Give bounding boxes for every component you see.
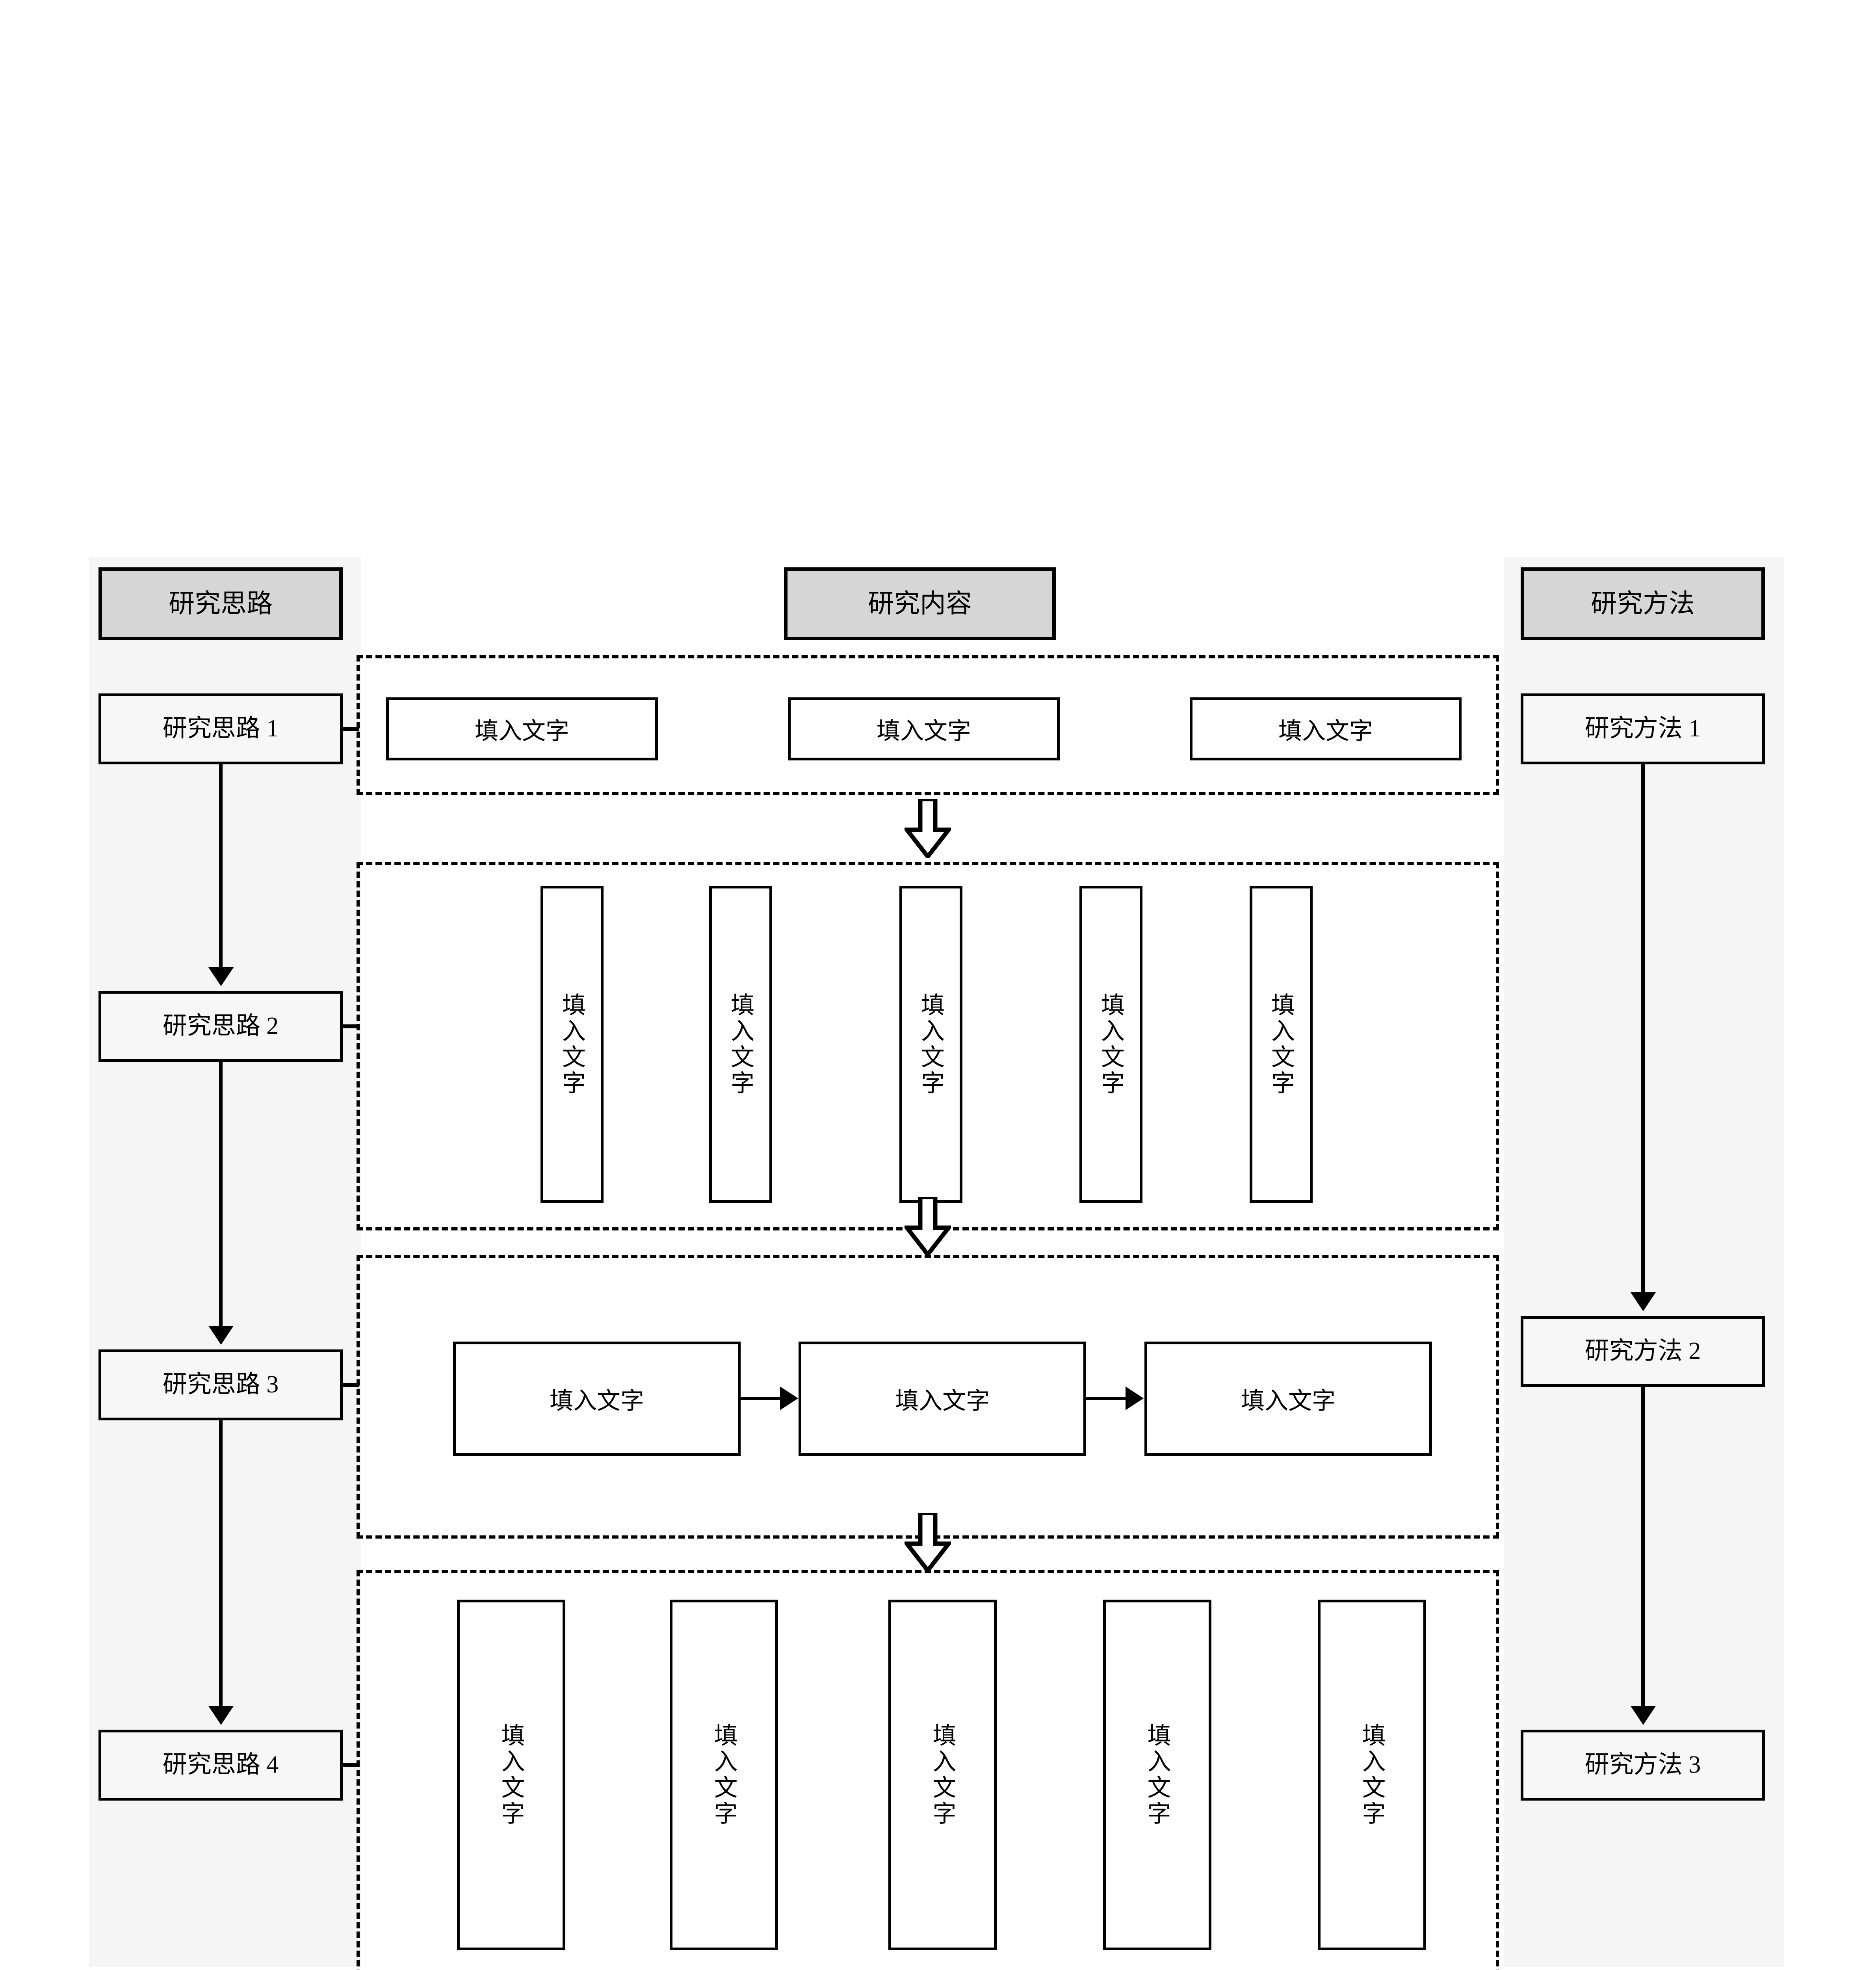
group-1-box-1[interactable]: 填入文字 xyxy=(386,697,658,760)
group-1-box-2[interactable]: 填入文字 xyxy=(788,697,1060,760)
left-step-2[interactable]: 研究思路 2 xyxy=(98,991,343,1062)
left-step-1[interactable]: 研究思路 1 xyxy=(98,693,343,764)
group-4-box-3[interactable]: 填入文字 xyxy=(888,1600,997,1950)
group-2-box-3-label: 填入文字 xyxy=(918,992,944,1097)
right-step-2[interactable]: 研究方法 2 xyxy=(1521,1316,1765,1387)
group-1-box-3-label: 填入文字 xyxy=(1278,718,1373,744)
content-group-4 xyxy=(357,1570,1499,1970)
left-connector-2-3-line xyxy=(219,1062,223,1328)
group-4-box-5-label: 填入文字 xyxy=(1359,1723,1385,1827)
right-step-1-label: 研究方法 1 xyxy=(1584,715,1701,742)
group-3-box-3-label: 填入文字 xyxy=(1241,1388,1335,1414)
group-3-chain-arrow-1-line xyxy=(741,1397,780,1400)
left-connector-3-4-arrowhead xyxy=(208,1706,234,1725)
group-2-box-4[interactable]: 填入文字 xyxy=(1079,886,1142,1203)
group-4-box-4-label: 填入文字 xyxy=(1144,1723,1170,1827)
left-connector-1-2-line xyxy=(219,764,223,969)
group-4-box-5[interactable]: 填入文字 xyxy=(1318,1600,1426,1950)
left-step-1-stub xyxy=(343,727,359,731)
group-3-box-1-label: 填入文字 xyxy=(550,1388,644,1414)
right-connector-1-2-arrowhead xyxy=(1631,1292,1656,1311)
right-connector-2-3-arrowhead xyxy=(1631,1706,1656,1725)
group-2-box-4-label: 填入文字 xyxy=(1098,992,1124,1097)
right-step-3[interactable]: 研究方法 3 xyxy=(1521,1730,1765,1801)
left-step-4[interactable]: 研究思路 4 xyxy=(98,1730,343,1801)
left-step-3-stub xyxy=(343,1383,359,1387)
group-3-box-2-label: 填入文字 xyxy=(895,1388,990,1414)
left-step-1-label: 研究思路 1 xyxy=(162,715,279,742)
left-step-3-label: 研究思路 3 xyxy=(162,1371,279,1398)
group-3-box-2[interactable]: 填入文字 xyxy=(799,1342,1086,1456)
left-connector-1-2-arrowhead xyxy=(208,967,234,986)
group-2-box-3[interactable]: 填入文字 xyxy=(899,886,962,1203)
group-3-chain-arrow-2-line xyxy=(1086,1397,1126,1400)
left-step-3[interactable]: 研究思路 3 xyxy=(98,1349,343,1420)
group-4-box-1[interactable]: 填入文字 xyxy=(457,1600,565,1950)
group-4-box-3-label: 填入文字 xyxy=(929,1723,955,1827)
right-column-header-label: 研究方法 xyxy=(1591,589,1695,618)
right-step-3-label: 研究方法 3 xyxy=(1584,1751,1701,1779)
group-1-box-2-label: 填入文字 xyxy=(877,718,971,744)
group-3-chain-arrow-1-head xyxy=(780,1386,798,1410)
group-4-box-4[interactable]: 填入文字 xyxy=(1103,1600,1211,1950)
group-2-box-5-label: 填入文字 xyxy=(1268,992,1294,1097)
group-2-box-5[interactable]: 填入文字 xyxy=(1250,886,1313,1203)
right-step-1[interactable]: 研究方法 1 xyxy=(1521,693,1765,764)
group-4-box-2-label: 填入文字 xyxy=(711,1723,737,1827)
group-3-box-1[interactable]: 填入文字 xyxy=(453,1342,741,1456)
content-group-1 xyxy=(357,655,1499,795)
left-step-2-label: 研究思路 2 xyxy=(162,1013,279,1040)
block-arrow-down-icon-2 xyxy=(905,1197,951,1256)
center-column-header: 研究内容 xyxy=(784,567,1056,640)
center-column-header-label: 研究内容 xyxy=(868,589,972,618)
right-connector-1-2-line xyxy=(1641,764,1645,1294)
left-connector-2-3-arrowhead xyxy=(208,1326,234,1345)
group-4-box-2[interactable]: 填入文字 xyxy=(670,1600,778,1950)
group-2-box-2[interactable]: 填入文字 xyxy=(709,886,772,1203)
group-2-box-2-label: 填入文字 xyxy=(727,992,754,1097)
right-connector-2-3-line xyxy=(1641,1387,1645,1708)
group-4-box-1-label: 填入文字 xyxy=(498,1723,524,1827)
group-3-box-3[interactable]: 填入文字 xyxy=(1144,1342,1432,1456)
right-step-2-label: 研究方法 2 xyxy=(1584,1338,1701,1365)
group-3-chain-arrow-2-head xyxy=(1126,1386,1144,1410)
group-2-box-1[interactable]: 填入文字 xyxy=(541,886,604,1203)
group-1-box-3[interactable]: 填入文字 xyxy=(1190,697,1462,760)
group-2-box-1-label: 填入文字 xyxy=(559,992,585,1097)
block-arrow-down-icon-1 xyxy=(905,799,951,858)
left-column-header: 研究思路 xyxy=(98,567,343,640)
block-arrow-down-icon-3 xyxy=(905,1513,951,1572)
left-column-header-label: 研究思路 xyxy=(169,589,273,618)
left-step-2-stub xyxy=(343,1024,359,1028)
left-step-4-stub xyxy=(343,1763,359,1767)
left-connector-3-4-line xyxy=(219,1420,223,1708)
right-column-header: 研究方法 xyxy=(1521,567,1765,640)
left-step-4-label: 研究思路 4 xyxy=(162,1751,279,1779)
group-1-box-1-label: 填入文字 xyxy=(475,718,569,744)
